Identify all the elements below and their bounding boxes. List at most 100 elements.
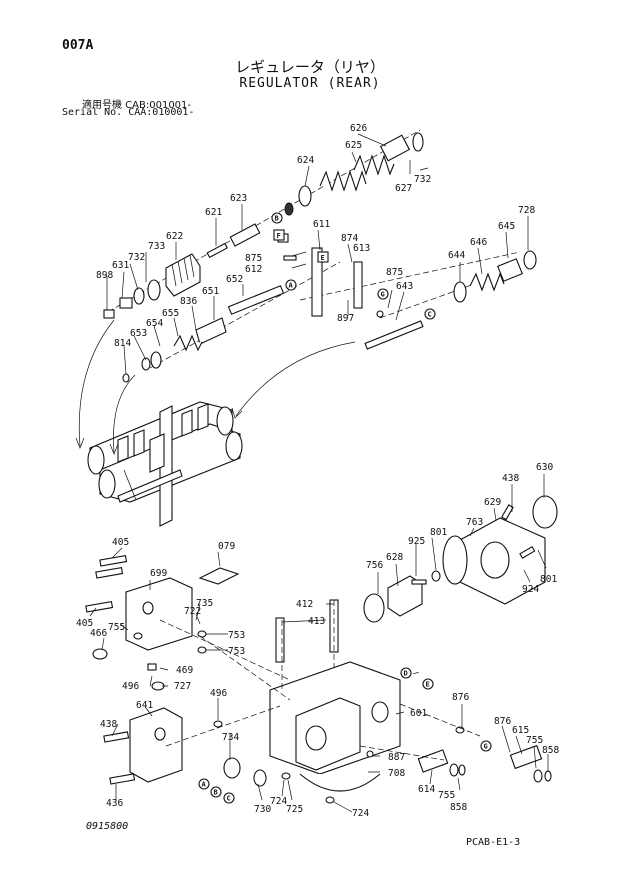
assembly-arrow-left-outer — [78, 319, 115, 447]
label-924: 924 — [522, 584, 539, 595]
page-title-japanese: レギュレータ（リヤ） — [235, 58, 385, 76]
label-655: 655 — [162, 308, 179, 319]
label-436: 436 — [106, 798, 123, 809]
label-496-mid: 496 — [210, 688, 227, 699]
label-622: 622 — [166, 231, 183, 242]
label-405-upper: 405 — [112, 537, 129, 548]
assembled-regulator-drawing — [87, 401, 243, 527]
label-753-lower: 753 — [228, 646, 245, 657]
marker-D-lower: D — [404, 670, 408, 678]
marker-A-upper: A — [289, 282, 294, 290]
flag-E: E — [321, 254, 325, 262]
label-874: 874 — [341, 233, 358, 244]
label-858-bottom: 858 — [450, 802, 467, 813]
label-438-right: 438 — [502, 473, 519, 484]
label-405-lower: 405 — [76, 618, 93, 629]
label-644: 644 — [448, 250, 465, 261]
label-413: 413 — [308, 616, 325, 627]
label-631: 631 — [112, 260, 129, 271]
label-836: 836 — [180, 296, 197, 307]
label-630: 630 — [536, 462, 553, 473]
label-646: 646 — [470, 237, 487, 248]
marker-B-lower: B — [214, 789, 218, 797]
label-763: 763 — [466, 517, 483, 528]
label-725: 725 — [286, 804, 303, 815]
label-469: 469 — [176, 665, 193, 676]
label-079: 079 — [218, 541, 235, 552]
sheet-reference: PCAB-E1-3 — [466, 837, 521, 848]
label-876-upper: 876 — [452, 692, 469, 703]
label-613: 613 — [353, 243, 370, 254]
label-814: 814 — [114, 338, 131, 349]
label-466: 466 — [90, 628, 107, 639]
label-654: 654 — [146, 318, 163, 329]
label-875-left: 875 — [245, 253, 262, 264]
label-601: 601 — [410, 708, 427, 719]
label-858-right: 858 — [542, 745, 559, 756]
label-801-lower: 801 — [540, 574, 557, 585]
label-753-upper: 753 — [228, 630, 245, 641]
serial-number-line: Serial No. CAA:010001- — [62, 107, 195, 118]
label-611: 611 — [313, 219, 330, 230]
label-653: 653 — [130, 328, 147, 339]
marker-A-lower: A — [202, 781, 207, 789]
label-651: 651 — [202, 286, 219, 297]
label-626: 626 — [350, 123, 367, 134]
label-615: 615 — [512, 725, 529, 736]
exploded-axis-lines — [107, 129, 521, 369]
marker-C-lower: C — [227, 795, 231, 803]
label-724-left: 724 — [270, 796, 287, 807]
label-925: 925 — [408, 536, 425, 547]
page-title-english: REGULATOR (REAR) — [239, 76, 381, 91]
label-627: 627 — [395, 183, 412, 194]
leader-lines — [89, 133, 549, 813]
label-625: 625 — [345, 140, 362, 151]
label-755-left: 755 — [108, 622, 125, 633]
assembly-arrow-right — [235, 341, 356, 417]
page-code: 007A — [62, 38, 94, 53]
marker-E-lower: E — [426, 681, 430, 689]
marker-G-upper: G — [381, 291, 385, 299]
lower-row-parts — [85, 495, 558, 804]
label-732-left: 732 — [128, 252, 145, 263]
label-722: 722 — [184, 606, 201, 617]
label-629: 629 — [484, 497, 501, 508]
label-612: 612 — [245, 264, 262, 275]
document-number: 0915800 — [86, 821, 129, 832]
label-412: 412 — [296, 599, 313, 610]
label-876-lower: 876 — [494, 716, 511, 727]
label-728: 728 — [518, 205, 535, 216]
bracket-flags: F E — [273, 229, 329, 263]
label-732-upper: 732 — [414, 174, 431, 185]
label-735: 735 — [196, 598, 213, 609]
arrowheads — [75, 407, 243, 455]
label-708: 708 — [388, 768, 405, 779]
label-755-bottom: 755 — [438, 790, 455, 801]
label-614: 614 — [418, 784, 435, 795]
label-645: 645 — [498, 221, 515, 232]
label-897: 897 — [337, 313, 354, 324]
label-699: 699 — [150, 568, 167, 579]
label-898: 898 — [96, 270, 113, 281]
marker-G-lower: G — [484, 743, 488, 751]
marker-C-upper: C — [428, 311, 432, 319]
label-724-right: 724 — [352, 808, 369, 819]
serial-applicability-line: 適用号機 CAB:001001- — [82, 100, 192, 111]
label-624: 624 — [297, 155, 314, 166]
label-887: 887 — [388, 752, 405, 763]
assembly-arrow-left-inner — [113, 374, 136, 453]
reference-markers: B A G C D E G A B C — [198, 212, 492, 804]
label-755-right: 755 — [526, 735, 543, 746]
label-727: 727 — [174, 681, 191, 692]
flag-F: F — [277, 232, 281, 240]
label-801-upper: 801 — [430, 527, 447, 538]
label-628: 628 — [386, 552, 403, 563]
marker-B-upper: B — [275, 215, 279, 223]
label-643: 643 — [396, 281, 413, 292]
label-734: 734 — [222, 732, 239, 743]
label-621: 621 — [205, 207, 222, 218]
label-875-right: 875 — [386, 267, 403, 278]
label-730: 730 — [254, 804, 271, 815]
label-652: 652 — [226, 274, 243, 285]
